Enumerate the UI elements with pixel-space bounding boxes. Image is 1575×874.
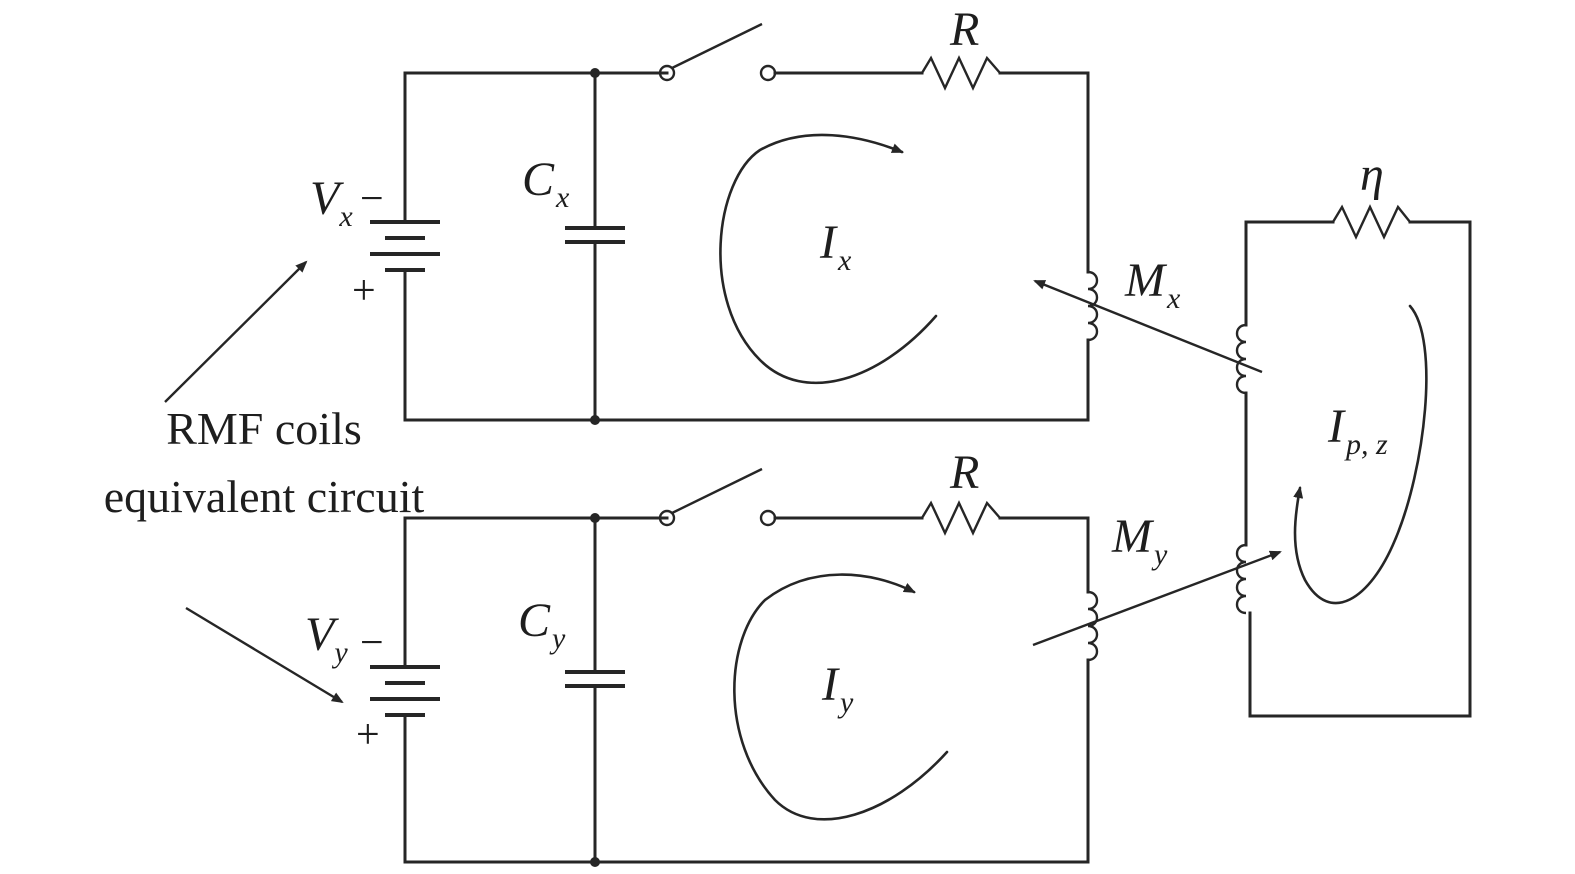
- caption-arrow-bottom: [185, 606, 344, 704]
- circuit-x-left-wire-lower: [403, 268, 1090, 422]
- plasma-left-wire-top: [1244, 220, 1335, 327]
- circuit-y-capacitor: [565, 513, 625, 867]
- caption-arrow-top: [164, 260, 308, 403]
- circuit-y-resistor: [920, 500, 1001, 536]
- label-cap-x: Cx: [522, 153, 570, 214]
- circuit-x-resistor: [920, 55, 1001, 91]
- label-plus-y: +: [356, 712, 380, 758]
- circuit-y-right-wire: [998, 516, 1090, 594]
- label-resistor-bottom: R: [949, 446, 979, 499]
- label-resistor-top: R: [949, 3, 979, 56]
- mutual-y-arrow: [1032, 550, 1282, 647]
- circuit-plasma: [1235, 204, 1472, 718]
- label-cap-y: Cy: [518, 594, 566, 655]
- circuit-x-right-wire: [998, 71, 1090, 274]
- circuit-y-inductor: [1087, 590, 1099, 662]
- label-resistor-plasma: η: [1360, 148, 1384, 201]
- current-loop-y: [733, 573, 949, 821]
- label-current-plasma: Ip, z: [1327, 400, 1388, 461]
- plasma-inductor-y: [1235, 543, 1247, 615]
- circuit-x-battery: [370, 220, 440, 272]
- circuit-x-inductor: [1087, 270, 1099, 342]
- circuit-y-switch: [658, 467, 777, 527]
- circuit-x-capacitor: [565, 68, 625, 425]
- label-volt-x: Vx: [310, 172, 353, 233]
- label-mutual-y: My: [1111, 510, 1168, 571]
- plasma-resistor: [1331, 204, 1411, 240]
- label-minus-x: −: [360, 176, 384, 222]
- caption-line-2: equivalent circuit: [104, 471, 425, 522]
- circuit-y-left-wire: [403, 516, 669, 669]
- label-current-x: Ix: [819, 216, 852, 277]
- circuit-x-switch: [658, 22, 777, 82]
- label-current-y: Iy: [821, 658, 854, 719]
- circuit-y-battery: [370, 665, 440, 717]
- mutual-x-arrow: [1033, 279, 1263, 374]
- caption-line-1: RMF coils: [166, 403, 362, 454]
- circuit-y-left-wire-lower: [403, 713, 1090, 864]
- plasma-right-wire: [1248, 220, 1472, 718]
- label-volt-y: Vy: [305, 608, 348, 669]
- circuit-x-left-wire: [403, 71, 669, 224]
- label-minus-y: −: [360, 620, 384, 666]
- label-mutual-x: Mx: [1124, 254, 1181, 315]
- circuit-y: [370, 467, 1099, 867]
- plasma-inductor-x: [1235, 323, 1247, 395]
- label-plus-x: +: [352, 268, 376, 314]
- current-loop-x: [719, 133, 938, 385]
- circuit-x: [370, 22, 1099, 425]
- current-loop-plasma: [1293, 304, 1428, 605]
